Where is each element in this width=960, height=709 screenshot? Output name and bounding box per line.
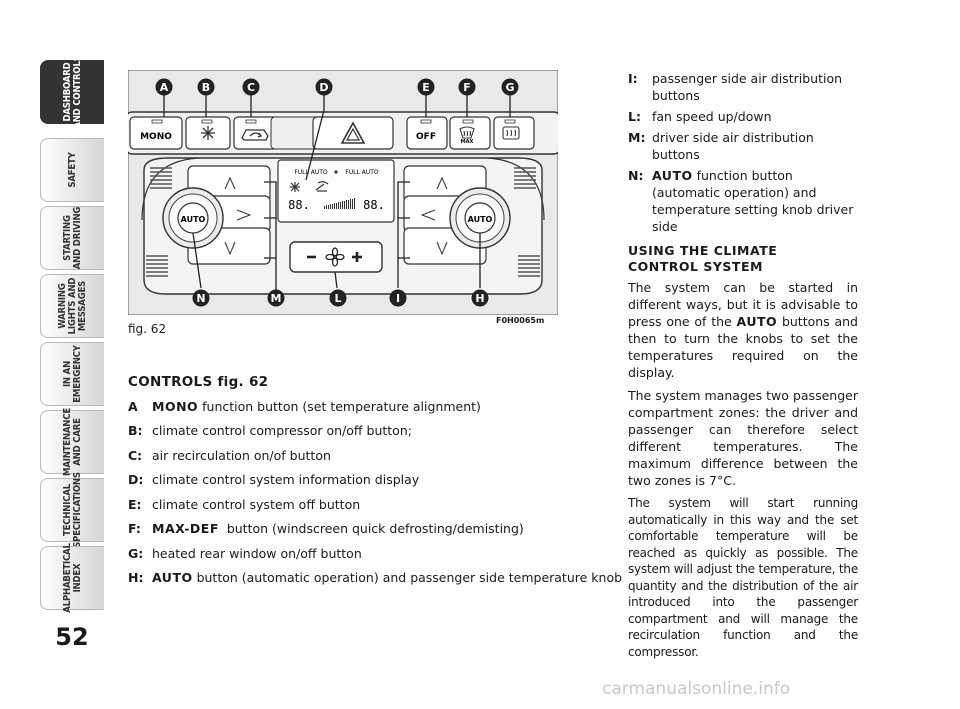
- control-item-h: H:AUTO button (automatic operation) and …: [128, 570, 623, 585]
- display-recirculation-icon: [315, 181, 329, 192]
- figure-code: F0H0065m: [496, 316, 545, 325]
- max-label: MAX: [461, 139, 474, 145]
- tab-label: DASHBOARD AND CONTROLS: [61, 55, 83, 129]
- auto-left-label: AUTO: [181, 215, 206, 224]
- callout-m: M: [271, 292, 282, 305]
- callout-n: N: [196, 292, 205, 305]
- tab-label: STARTING AND DRIVING: [61, 206, 83, 270]
- auto-right-label: AUTO: [468, 215, 493, 224]
- fan-level-bar: [324, 198, 355, 209]
- control-item-f: F:MAX-DEF button (windscreen quick defro…: [128, 521, 524, 536]
- control-item-n: N:AUTO function button (automatic operat…: [628, 168, 854, 234]
- hazard-icon: [340, 121, 366, 144]
- page-number: 52: [55, 623, 89, 651]
- tab-technical-specifications[interactable]: TECHNICAL SPECIFICATIONS: [40, 472, 104, 548]
- paragraph-start-system: The system can be started in different w…: [628, 280, 858, 380]
- control-item-e: E:climate control system off button: [128, 496, 361, 512]
- callout-l: L: [334, 292, 341, 305]
- tab-label: MAINTENANCE AND CARE: [61, 408, 83, 476]
- fan-plus-icon[interactable]: [352, 252, 362, 262]
- tab-maintenance-and-care[interactable]: MAINTENANCE AND CARE: [40, 408, 104, 476]
- tab-label: SAFETY: [66, 152, 78, 188]
- off-label: OFF: [416, 132, 436, 142]
- right-column: I:passenger side air distribution button…: [628, 70, 858, 666]
- callout-b: B: [202, 81, 210, 94]
- passenger-temperature-readout: 88.: [363, 198, 385, 212]
- paragraph-automatic: The system will start running automatica…: [628, 496, 858, 659]
- hazard-button[interactable]: [312, 116, 394, 150]
- callout-f: F: [463, 81, 471, 94]
- callout-d: D: [319, 81, 328, 94]
- callout-c: C: [247, 81, 255, 94]
- control-item-d: D:climate control system information dis…: [128, 472, 420, 487]
- control-item-l: L:fan speed up/down: [628, 109, 772, 124]
- fan-icon: [325, 247, 345, 267]
- climate-control-panel-figure: MONO OFF MAX: [128, 70, 558, 315]
- display-snowflake-icon: [290, 182, 300, 192]
- callout-g: G: [505, 81, 514, 94]
- off-button[interactable]: [406, 116, 448, 150]
- tab-safety[interactable]: SAFETY: [40, 138, 104, 202]
- watermark: carmanualsonline.info: [602, 679, 791, 699]
- snowflake-icon: [201, 126, 215, 140]
- callouts-bottom: [192, 289, 489, 307]
- rear-window-button[interactable]: [493, 116, 535, 150]
- mono-label: MONO: [140, 132, 172, 142]
- tab-in-an-emergency[interactable]: IN AN EMERGENCY: [40, 342, 104, 406]
- control-item-c: C:air recirculation on/of button: [128, 447, 331, 463]
- control-item-i: I:passenger side air distribution button…: [628, 71, 843, 103]
- tab-warning-lights[interactable]: WARNING LIGHTS AND MESSAGES: [40, 274, 104, 338]
- tab-starting-and-driving[interactable]: STARTING AND DRIVING: [40, 206, 104, 270]
- control-item-g: G:heated rear window on/off button: [128, 545, 362, 561]
- callout-i: I: [396, 292, 400, 305]
- control-item-m: M:driver side air distribution buttons: [628, 130, 814, 162]
- callout-e: E: [422, 81, 430, 94]
- tab-dashboard-and-controls[interactable]: DASHBOARD AND CONTROLS: [40, 55, 104, 129]
- callout-a: A: [160, 81, 169, 94]
- rear-window-defrost-icon: [502, 126, 520, 140]
- tab-label: IN AN EMERGENCY: [61, 345, 83, 403]
- callout-h: H: [475, 292, 484, 305]
- full-auto-left: FULL AUTO: [294, 169, 328, 176]
- tab-label: WARNING LIGHTS AND MESSAGES: [56, 277, 88, 335]
- tab-alphabetical-index[interactable]: ALPHABETICAL INDEX: [40, 543, 104, 613]
- figure-caption: fig. 62: [128, 322, 167, 336]
- windscreen-defrost-icon: [459, 126, 475, 139]
- control-item-b: B:climate control compressor on/off butt…: [128, 423, 412, 438]
- callouts-top: [155, 78, 519, 96]
- full-auto-right: FULL AUTO: [345, 169, 379, 176]
- driver-temperature-knob[interactable]: [162, 187, 224, 249]
- tab-label: ALPHABETICAL INDEX: [61, 543, 83, 613]
- driver-temperature-readout: 88.: [288, 198, 310, 212]
- tab-label: TECHNICAL SPECIFICATIONS: [61, 472, 83, 548]
- recirculation-icon: [241, 129, 269, 141]
- mono-button[interactable]: [129, 116, 183, 150]
- controls-heading: CONTROLS fig. 62: [128, 374, 269, 390]
- paragraph-zones: The system manages two passenger compart…: [628, 388, 858, 488]
